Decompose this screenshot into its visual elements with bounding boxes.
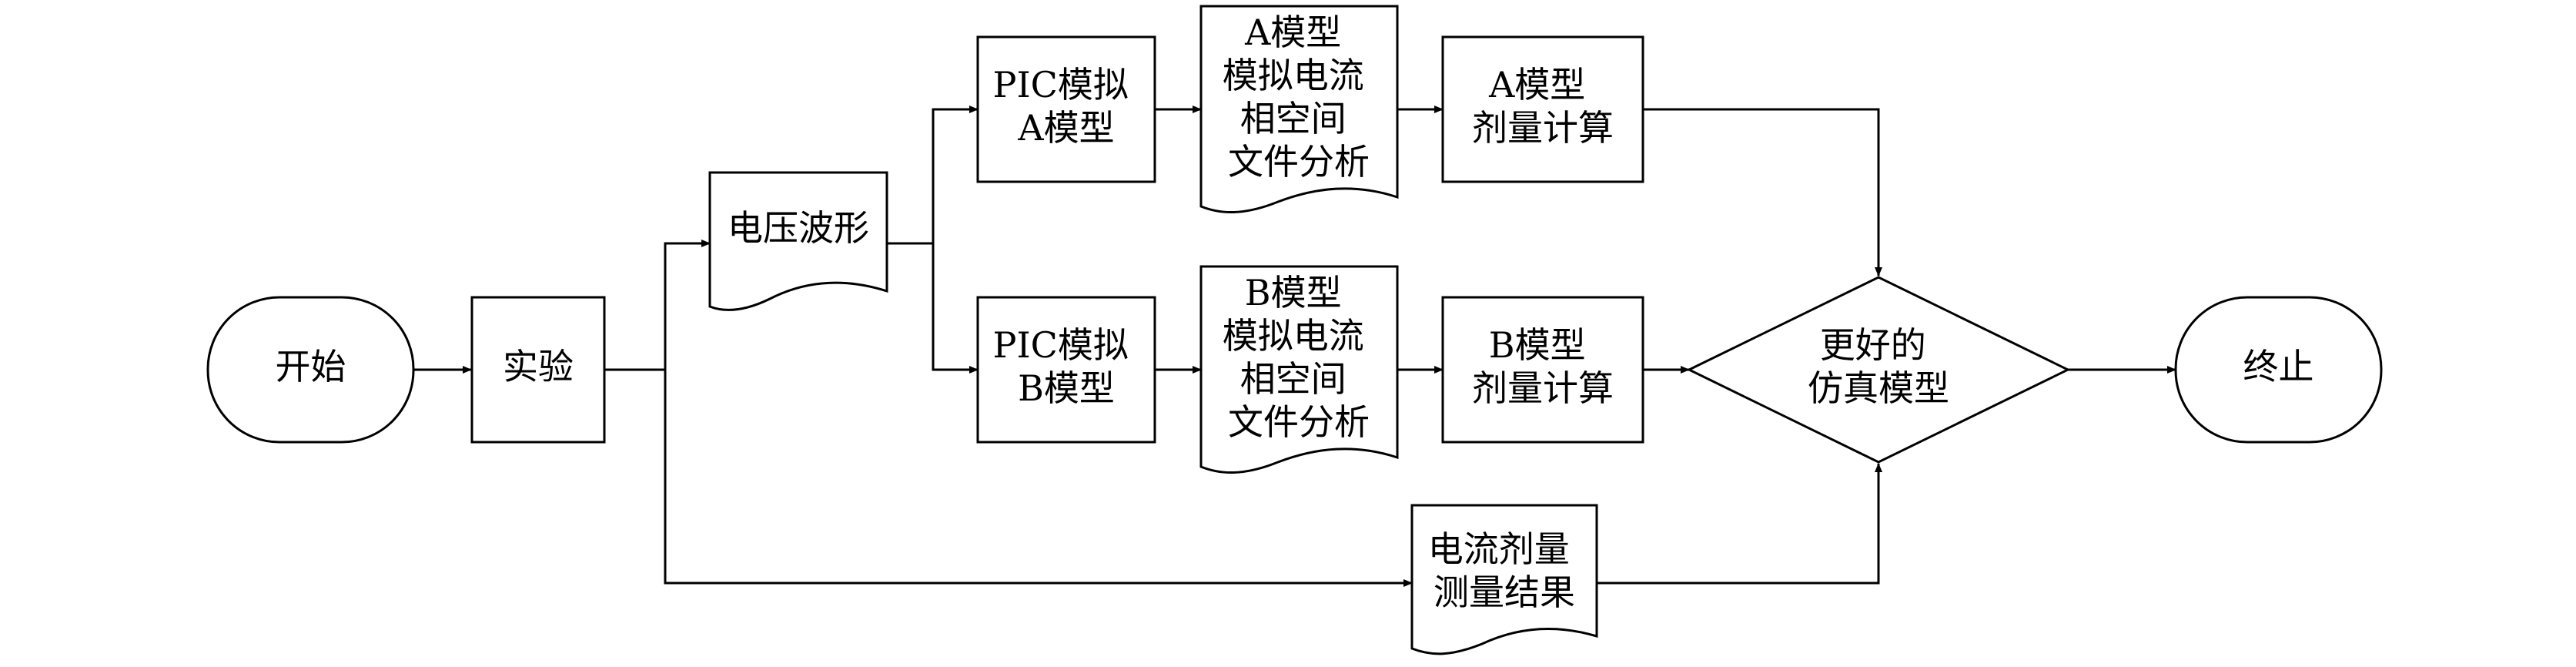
- start-node: 开始: [206, 296, 415, 444]
- voltage-waveform-node: 电压波形: [708, 171, 888, 311]
- pic-a-label-line-1: PIC模拟: [993, 64, 1129, 106]
- decision-label-line-1: 更好的: [1820, 324, 1926, 366]
- measure-label-line-2: 测量结果: [1434, 571, 1575, 613]
- file-b-node: B模型 模拟电流 相空间 文件分析: [1199, 265, 1399, 474]
- svg-text:更好的 仿真模型: 更好的 仿真模型: [1808, 324, 1949, 409]
- edge-experiment-to-measure: [664, 370, 1413, 587]
- edge-dose-a-to-decision: [1643, 108, 1882, 277]
- edges: [413, 106, 2176, 587]
- decision-label-line-2: 仿真模型: [1808, 367, 1949, 409]
- file-b-label-line-2: 模拟电流: [1223, 315, 1364, 357]
- file-a-label-line-3: 相空间: [1240, 98, 1347, 139]
- end-node-label: 终止: [2243, 346, 2314, 387]
- pic-b-node: PIC模拟 B模型: [976, 296, 1156, 444]
- dose-a-label-line-2: 剂量计算: [1472, 107, 1614, 149]
- measure-node: 电流剂量 测量结果: [1410, 504, 1598, 655]
- svg-text:开始: 开始: [276, 346, 346, 387]
- dose-b-label-line-2: 剂量计算: [1472, 367, 1614, 409]
- experiment-node-label: 实验: [503, 346, 574, 387]
- file-a-label-line-1: A模型: [1244, 12, 1341, 53]
- svg-text:PIC模拟 B模型: PIC模拟 B模型: [993, 324, 1140, 409]
- svg-text:A模型 模拟电流 相空间: A模型 模拟电流 相空间 文件分析: [1223, 12, 1376, 183]
- svg-text:终止: 终止: [2243, 346, 2314, 387]
- svg-text:电压波形: 电压波形: [728, 207, 869, 249]
- svg-text:A模型 剂量计算: A模型 剂量计算: [1472, 64, 1614, 149]
- voltage-waveform-label: 电压波形: [728, 207, 869, 249]
- edge-experiment-to-voltage: [604, 240, 711, 371]
- dose-b-label-line-1: B模型: [1489, 324, 1586, 366]
- pic-b-label-line-1: PIC模拟: [993, 324, 1129, 366]
- pic-a-node: PIC模拟 A模型: [976, 35, 1156, 183]
- svg-text:PIC模拟 A模型: PIC模拟 A模型: [993, 64, 1140, 149]
- experiment-node: 实验: [470, 296, 606, 444]
- svg-text:B模型 模拟电流 相空间: B模型 模拟电流 相空间 文件分析: [1223, 272, 1376, 443]
- pic-a-label-line-2: A模型: [1017, 107, 1114, 149]
- file-b-label-line-4: 文件分析: [1228, 401, 1370, 443]
- edge-voltage-to-pic-a: [887, 106, 979, 245]
- end-node: 终止: [2174, 296, 2383, 444]
- svg-text:B模型 剂量计算: B模型 剂量计算: [1472, 324, 1614, 409]
- decision-node: 更好的 仿真模型: [1686, 276, 2071, 464]
- file-b-label-line-3: 相空间: [1240, 358, 1347, 400]
- dose-a-node: A模型 剂量计算: [1441, 35, 1644, 183]
- file-a-node: A模型 模拟电流 相空间 文件分析: [1199, 5, 1399, 214]
- pic-b-label-line-2: B模型: [1018, 367, 1115, 409]
- edge-measure-to-decision: [1597, 463, 1882, 585]
- svg-text:电流剂量 测量结果: 电流剂量 测量结果: [1428, 528, 1581, 613]
- file-a-label-line-2: 模拟电流: [1223, 55, 1364, 96]
- edge-voltage-to-pic-b: [932, 243, 979, 374]
- dose-b-node: B模型 剂量计算: [1441, 296, 1644, 444]
- file-a-label-line-4: 文件分析: [1228, 141, 1370, 183]
- file-b-label-line-1: B模型: [1245, 272, 1342, 313]
- start-node-label: 开始: [276, 346, 346, 387]
- svg-text:实验: 实验: [503, 346, 574, 387]
- measure-label-line-1: 电流剂量: [1428, 528, 1570, 570]
- dose-a-label-line-1: A模型: [1488, 64, 1585, 106]
